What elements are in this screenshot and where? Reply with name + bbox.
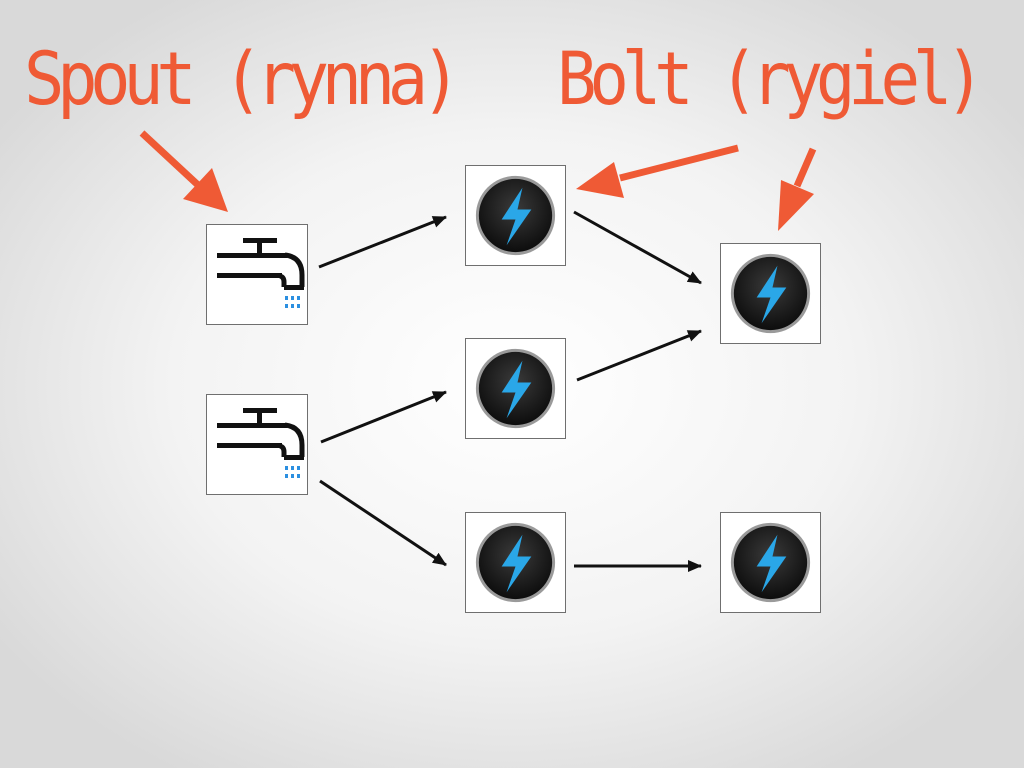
lightning-bolt-icon [475, 348, 556, 429]
flow-arrow-spout1-bolt1 [318, 215, 447, 269]
spout-node-2 [206, 394, 308, 495]
water-tap-icon [217, 238, 305, 308]
bolt-annotation-arrow-left [576, 144, 739, 198]
lightning-bolt-icon [730, 253, 811, 334]
annotation-arrows [139, 130, 817, 231]
spout-node-1 [206, 224, 308, 325]
water-tap-icon [217, 408, 305, 478]
lightning-bolt-icon [475, 175, 556, 256]
bolt-node-1 [465, 165, 566, 266]
bolt-node-2 [465, 338, 566, 439]
flow-arrow-spout2-bolt2 [320, 390, 447, 444]
bolt-label: Bolt (rygiel) [557, 37, 985, 122]
lightning-bolt-icon [730, 522, 811, 603]
bolt-annotation-arrow-right [778, 147, 817, 231]
spout-label: Spout (rynna) [24, 37, 461, 122]
bolt-node-3 [465, 512, 566, 613]
bolt-node-4 [720, 243, 821, 344]
flow-arrow-bolt2-bolt4 [576, 329, 702, 382]
bolt-node-5 [720, 512, 821, 613]
spout-annotation-arrow [139, 130, 228, 212]
lightning-bolt-icon [475, 522, 556, 603]
flow-arrow-bolt1-bolt4 [573, 210, 702, 285]
flow-arrow-spout2-bolt3 [319, 479, 447, 567]
flow-arrows [318, 210, 702, 572]
